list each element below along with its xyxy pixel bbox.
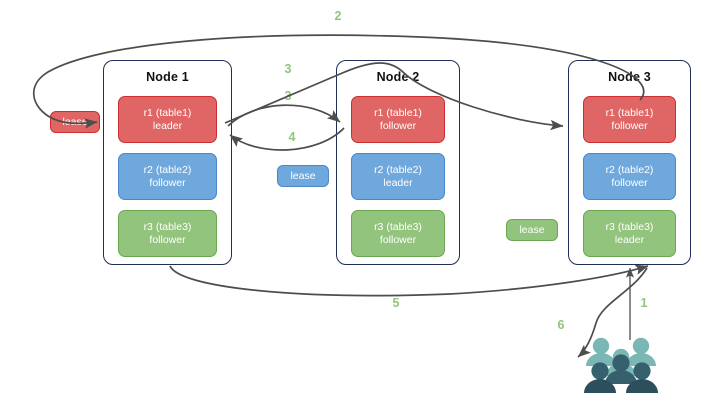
replica-r2[interactable]: r2 (table2) follower	[118, 153, 217, 200]
step-label-2: 2	[334, 9, 342, 23]
replica-role: follower	[611, 119, 648, 132]
replica-name: r2 (table2)	[605, 163, 654, 176]
lease-chip-r3[interactable]: lease	[506, 219, 558, 241]
node-container-1[interactable]: Node 1 r1 (table1) leader r2 (table2) fo…	[103, 60, 232, 265]
replica-r2[interactable]: r2 (table2) leader	[351, 153, 445, 200]
edge-step-3-to-node2	[227, 104, 341, 127]
replica-name: r2 (table2)	[374, 163, 422, 176]
replica-name: r2 (table2)	[143, 163, 192, 176]
replica-role: follower	[149, 233, 186, 246]
step-label-6: 6	[557, 318, 565, 332]
replica-r1[interactable]: r1 (table1) follower	[583, 96, 676, 143]
edge-step-2	[32, 34, 645, 129]
step-label-3-upper: 3	[284, 62, 292, 76]
node-title: Node 2	[376, 70, 420, 84]
edge-step-6	[577, 267, 648, 358]
replica-r1[interactable]: r1 (table1) follower	[351, 96, 445, 143]
edge-step-4	[229, 127, 345, 151]
node-container-3[interactable]: Node 3 r1 (table1) follower r2 (table2) …	[568, 60, 691, 265]
replica-role: follower	[379, 119, 417, 132]
replica-role: leader	[614, 233, 645, 246]
replica-role: follower	[149, 176, 186, 189]
step-label-5: 5	[392, 296, 400, 310]
replica-role: follower	[611, 176, 648, 189]
replica-name: r1 (table1)	[143, 106, 192, 119]
replica-name: r3 (table3)	[605, 220, 654, 233]
replica-name: r3 (table3)	[374, 220, 422, 233]
replica-name: r3 (table3)	[143, 220, 192, 233]
replica-r3[interactable]: r3 (table3) leader	[583, 210, 676, 257]
replica-role: leader	[152, 119, 183, 132]
edge-step-5	[169, 264, 649, 297]
lease-chip-r2[interactable]: lease	[277, 165, 329, 187]
replica-role: leader	[383, 176, 413, 189]
node-container-2[interactable]: Node 2 r1 (table1) follower r2 (table2) …	[336, 60, 460, 265]
replica-name: r1 (table1)	[374, 106, 422, 119]
replica-role: follower	[379, 233, 417, 246]
edge-step-3-to-node3	[224, 62, 564, 131]
node-title: Node 1	[146, 70, 189, 84]
step-label-4: 4	[288, 130, 296, 144]
replica-r3[interactable]: r3 (table3) follower	[118, 210, 217, 257]
replica-r1[interactable]: r1 (table1) leader	[118, 96, 217, 143]
node-title: Node 3	[608, 70, 651, 84]
people-front-row	[584, 354, 658, 393]
replica-r3[interactable]: r3 (table3) follower	[351, 210, 445, 257]
replica-name: r1 (table1)	[605, 106, 654, 119]
replica-r2[interactable]: r2 (table2) follower	[583, 153, 676, 200]
step-label-1: 1	[640, 296, 648, 310]
